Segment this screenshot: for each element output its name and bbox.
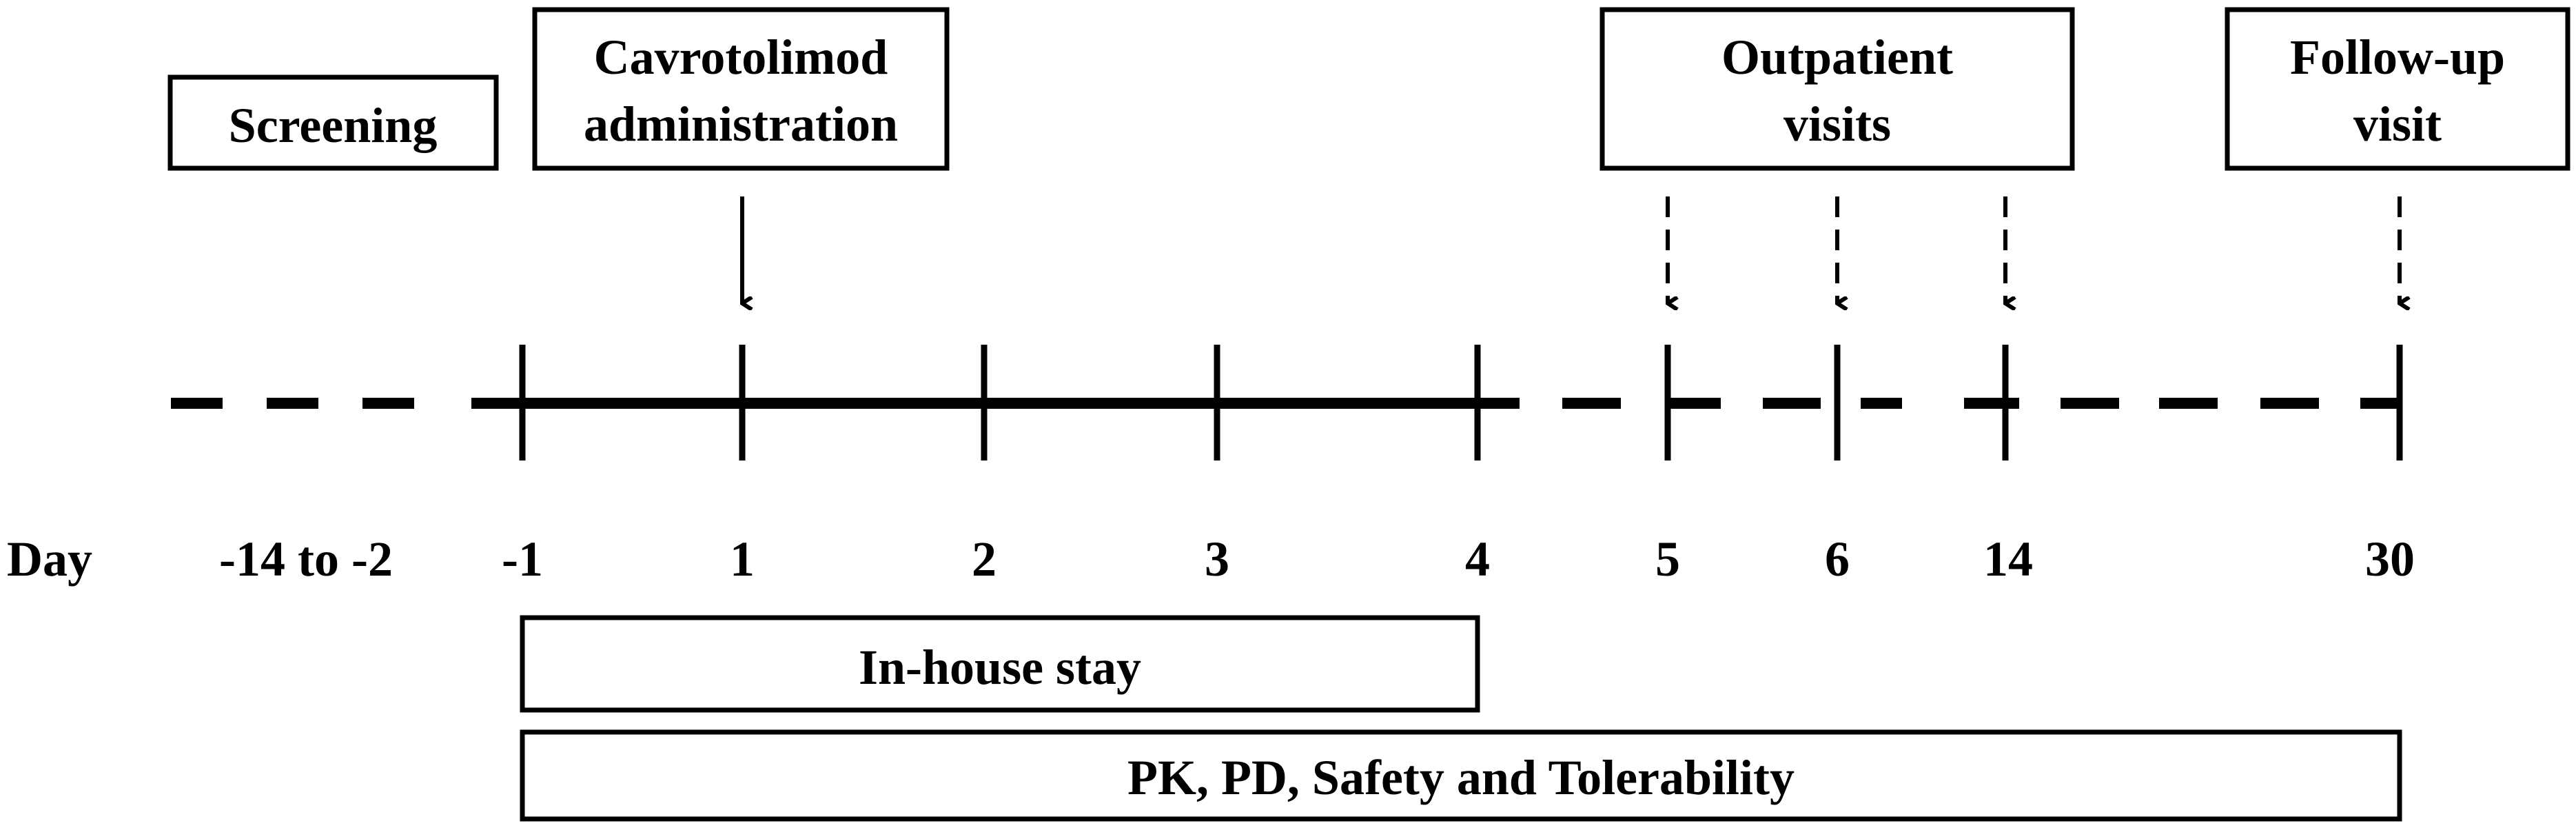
outpatient-visits-box-frame <box>1599 7 2075 171</box>
day-value: 5 <box>1655 532 1680 587</box>
assessments-box-label: PK, PD, Safety and Tolerability <box>1127 750 1795 805</box>
outpatient-visits-box-line-1: Outpatient <box>1721 30 1953 85</box>
assessments-box-frame <box>520 729 2402 822</box>
day-value: 3 <box>1205 532 1229 587</box>
day-value: 30 <box>2365 532 2415 587</box>
day-screening-range: -14 to -2 <box>219 532 393 587</box>
day-row: Day -14 to -2 -1 1 2 3 4 5 6 14 30 <box>7 532 2415 587</box>
assessments-box: PK, PD, Safety and Tolerability <box>520 729 2402 822</box>
outpatient-visits-box: Outpatient visits <box>1599 7 2075 171</box>
followup-visit-box-line-2: visit <box>2353 97 2442 152</box>
followup-visit-box: Follow-up visit <box>2225 7 2570 171</box>
screening-box: Screening <box>167 74 499 171</box>
inhouse-stay-box-frame <box>520 615 1480 713</box>
day-value: 4 <box>1465 532 1490 587</box>
administration-box-frame <box>532 7 950 171</box>
administration-box-line-2: administration <box>584 97 898 152</box>
screening-box-frame <box>167 74 499 171</box>
day-value: 2 <box>972 532 996 587</box>
arrows <box>740 196 2400 303</box>
inhouse-stay-box-label: In-house stay <box>859 640 1141 695</box>
timeline <box>171 345 2403 460</box>
day-value: 14 <box>1983 532 2033 587</box>
outpatient-visits-box-line-2: visits <box>1783 97 1891 152</box>
administration-box-line-1: Cavrotolimod <box>594 30 888 85</box>
day-value: -1 <box>502 532 543 587</box>
screening-box-label: Screening <box>229 98 438 153</box>
followup-visit-box-frame <box>2225 7 2570 171</box>
day-label: Day <box>7 532 92 587</box>
day-value: 6 <box>1825 532 1850 587</box>
inhouse-stay-box: In-house stay <box>520 615 1480 713</box>
followup-visit-box-line-1: Follow-up <box>2290 30 2505 85</box>
administration-box: Cavrotolimod administration <box>532 7 950 171</box>
timeline-ticks <box>519 345 2403 460</box>
day-value: 1 <box>730 532 755 587</box>
